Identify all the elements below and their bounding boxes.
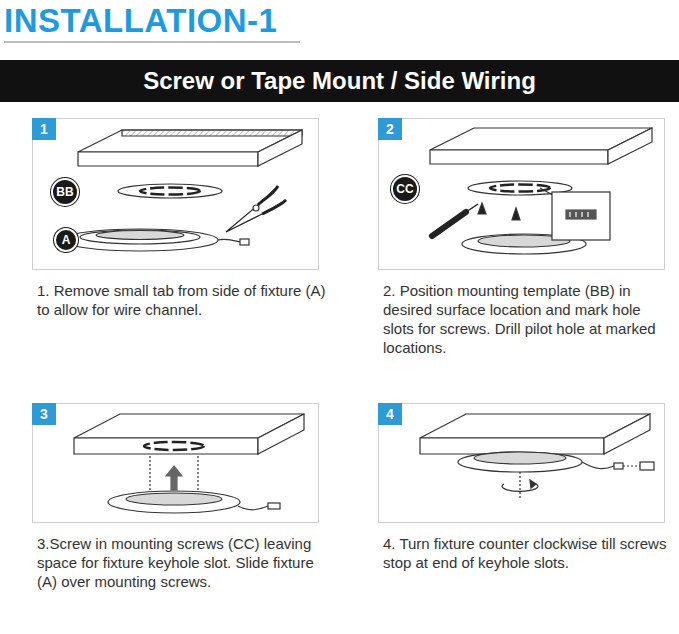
callout-circle: BB: [51, 178, 79, 206]
callout-label: BB: [56, 185, 73, 199]
step1-art: [62, 130, 302, 251]
step-panel: 33.Screw in mounting screws (CC) leaving…: [32, 403, 319, 523]
page-title: INSTALLATION-1: [4, 2, 277, 40]
section-heading: Screw or Tape Mount / Side Wiring: [143, 67, 536, 95]
title-underline: [4, 41, 300, 43]
step-caption: 3.Screw in mounting screws (CC) leaving …: [37, 534, 327, 591]
step-number: 1: [32, 118, 56, 140]
step-caption: 2. Position mounting template (BB) in de…: [383, 281, 673, 357]
heading-band: Screw or Tape Mount / Side Wiring: [0, 60, 679, 102]
step4-art: [420, 414, 654, 500]
step-number: 2: [378, 118, 402, 140]
step-number: 4: [378, 403, 402, 425]
step-panel: 11. Remove small tab from side of fixtur…: [32, 118, 319, 270]
step3-art: [74, 414, 304, 513]
step-number: 3: [32, 403, 56, 425]
callout-circle: CC: [391, 175, 419, 203]
step-caption: 4. Turn fixture counter clockwise till s…: [383, 534, 673, 572]
step-panel: 22. Position mounting template (BB) in d…: [378, 118, 665, 270]
callout-circle: A: [54, 228, 78, 252]
step2-art: [430, 128, 652, 254]
callout-label: A: [62, 233, 71, 247]
step-caption: 1. Remove small tab from side of fixture…: [37, 281, 327, 319]
step-panel: 44. Turn fixture counter clockwise till …: [378, 403, 665, 523]
callout-label: CC: [396, 182, 413, 196]
